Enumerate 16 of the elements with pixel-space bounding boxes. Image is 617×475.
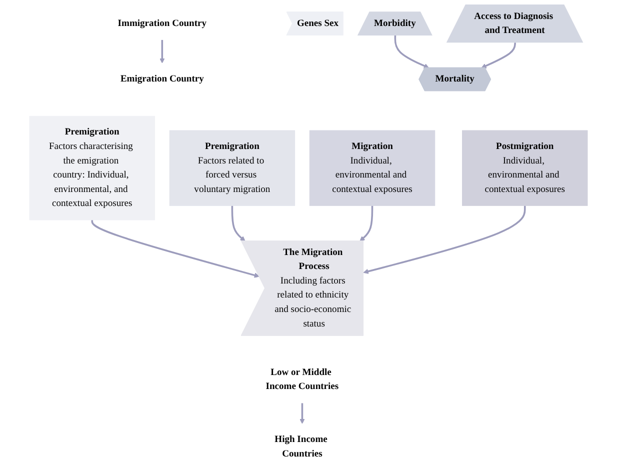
node-text: High Income Countries: [274, 434, 328, 459]
node-box: Premigration Factors characterising the emigration country: Individual, environmental, and contextual exposures: [29, 116, 155, 220]
node-text: Immigration Country: [118, 18, 207, 28]
arrow: [160, 40, 165, 64]
arrow: [394, 35, 430, 68]
node-text: Low or Middle Income Countries: [266, 367, 339, 392]
node-box: Postmigration Individual, environmental and contextual exposures: [462, 130, 588, 206]
arrow: [481, 42, 516, 68]
arrow: [91, 220, 260, 278]
node-box: Premigration Factors related to forced versus voluntary migration: [169, 130, 296, 206]
arrow: [300, 402, 305, 424]
arrow: [360, 206, 374, 242]
node-box: Migration Individual, environmental and contextual exposures: [309, 130, 436, 206]
arrow: [363, 206, 526, 274]
arrow: [231, 206, 246, 242]
node-text: Emigration Country: [120, 74, 204, 84]
